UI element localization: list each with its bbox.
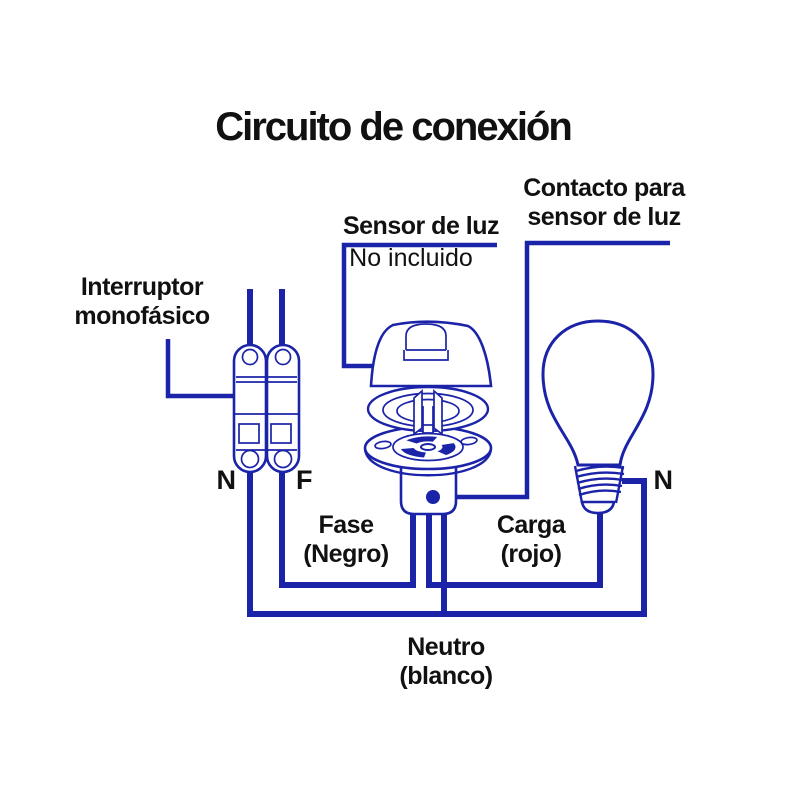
breaker-toggle-right: [270, 423, 292, 444]
load-wire: [426, 509, 603, 588]
breaker-screw-top-left: [241, 348, 259, 366]
phase-wire: [279, 466, 416, 588]
neutral-wire: [247, 466, 647, 617]
breaker-phase-label: F: [296, 465, 313, 495]
bulb-neutral-label: N: [653, 465, 674, 495]
contact-point-dot: [426, 490, 440, 504]
sensor-label: Sensor de luz: [342, 212, 500, 240]
breaker-toggle-left: [238, 423, 260, 444]
socket-center: [420, 443, 436, 451]
breaker-screw-top-right: [274, 348, 292, 366]
sensor-note-label: No incluido: [349, 244, 473, 272]
sensor-dome: [369, 320, 493, 388]
supply-wires: [247, 289, 285, 346]
page-title: Circuito de conexión: [215, 105, 573, 149]
breaker-figure: [232, 343, 301, 474]
sensor-window: [403, 323, 449, 361]
bulb-globe: [541, 319, 655, 467]
breaker-screw-bottom-right: [273, 449, 293, 469]
phase-wire-label: Fase (Negro): [303, 511, 389, 568]
bulb-figure: [541, 319, 655, 515]
bulb-screw-base: [573, 465, 625, 515]
neutral-wire-label: Neutro (blanco): [399, 633, 493, 690]
breaker-neutral-label: N: [216, 465, 237, 495]
contact-for-sensor-label: Contacto para sensor de luz: [523, 174, 685, 231]
flange-hole-left: [374, 440, 392, 450]
twist-lock-prongs: [413, 389, 443, 436]
photocell-sensor-figure: [363, 320, 493, 516]
flange-rim: [363, 448, 493, 477]
load-wire-label: Carga (rojo): [496, 511, 566, 568]
bulb-contact-tip: [580, 500, 616, 515]
breaker-label: Interruptor monofásico: [74, 273, 210, 330]
socket-slots: [400, 436, 456, 458]
sensor-stem: [399, 466, 458, 516]
breaker-screw-bottom-left: [240, 449, 260, 469]
